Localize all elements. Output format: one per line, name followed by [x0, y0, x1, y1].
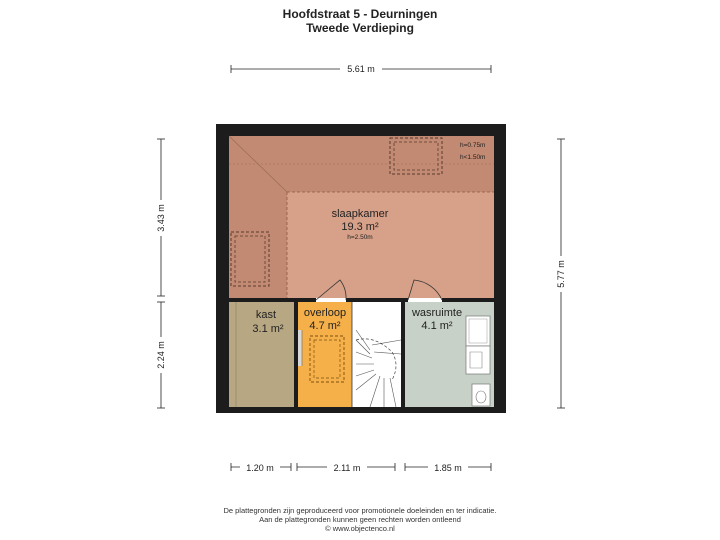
sink-icon: [469, 351, 483, 369]
room-area-wasruimte: 4.1 m²: [421, 320, 453, 332]
skylight-top-inner: [393, 141, 439, 171]
kast-floor: [229, 302, 294, 407]
slaapkamer-low-ceiling-left: [229, 136, 287, 298]
dim-bottom-left: 1.20 m: [246, 463, 274, 473]
room-name-overloop: overloop: [304, 307, 346, 319]
skylight-top: [389, 137, 443, 175]
interior-wall-wasruimte: [401, 302, 405, 407]
dim-label-bg: [240, 461, 280, 474]
overloop-hatch: [309, 335, 345, 383]
stairs-area: [352, 302, 401, 407]
interior-wall-horizontal: [229, 298, 494, 302]
overloop-hatch-inner: [313, 339, 341, 379]
door-opening-slaapkamer: [316, 298, 346, 302]
washing-machine-inner: [468, 318, 488, 344]
room-area-overloop: 4.7 m²: [309, 320, 341, 332]
dim-left-lower-height: 2.24 m: [156, 341, 166, 369]
dim-label-bg: [554, 256, 568, 292]
door-swing-wasruimte: [407, 279, 443, 301]
stair-treads: [355, 329, 402, 408]
washing-machine: [465, 315, 491, 347]
dim-left-upper-height: 3.43 m: [156, 204, 166, 232]
footer-disclaimer: De plattegronden zijn geproduceerd voor …: [0, 506, 720, 533]
dim-label-bg: [327, 461, 367, 474]
skylight-left-inner: [234, 235, 266, 283]
dim-label-bg: [340, 62, 382, 75]
height-note-mid: h<1.50m: [460, 154, 485, 161]
door-swing-slaapkamer: [315, 279, 347, 301]
dim-top-width: 5.61 m: [347, 64, 375, 74]
dim-label-bg: [154, 200, 168, 236]
room-name-wasruimte: wasruimte: [411, 307, 462, 319]
room-area-slaapkamer: 19.3 m²: [341, 221, 379, 233]
plan-floor-title: Tweede Verdieping: [306, 21, 414, 35]
overloop-door-to-kast: [298, 330, 302, 366]
dim-bottom-mid: 2.11 m: [334, 463, 361, 473]
interior-wall-kast: [294, 302, 298, 407]
room-area-kast: 3.1 m²: [252, 323, 284, 335]
stair-walkline: [355, 338, 397, 381]
plan-address-title: Hoofdstraat 5 - Deurningen: [282, 7, 438, 21]
overloop-floor: [298, 302, 352, 407]
dim-label-bg: [428, 461, 468, 474]
dim-label-bg: [154, 337, 168, 373]
toilet: [471, 383, 491, 407]
room-name-slaapkamer: slaapkamer: [332, 208, 389, 220]
dryer: [465, 345, 491, 375]
toilet-bowl-icon: [475, 390, 487, 404]
room-name-kast: kast: [256, 309, 276, 321]
footer-line-1: De plattegronden zijn geproduceerd voor …: [223, 506, 497, 515]
dim-right-height: 5.77 m: [556, 260, 566, 288]
door-opening-wasruimte: [408, 298, 442, 302]
room-height-slaapkamer: h=2.50m: [347, 234, 372, 241]
footer-line-2: Aan de plattegronden kunnen geen rechten…: [259, 515, 461, 524]
skylight-left: [230, 231, 270, 287]
height-note-low: h=0.75m: [460, 142, 485, 149]
footer-line-3: © www.objectenco.nl: [325, 524, 395, 533]
dim-bottom-right: 1.85 m: [434, 463, 462, 473]
